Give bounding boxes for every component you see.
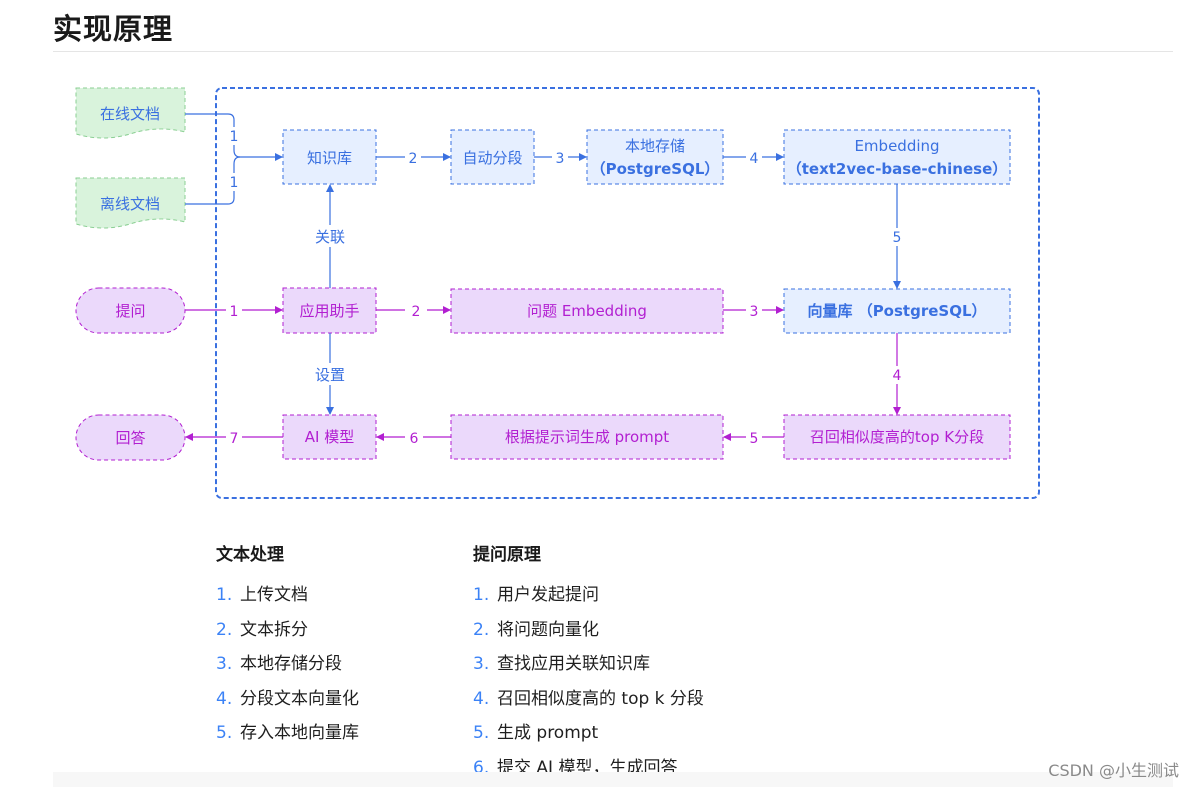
offline-edge-label: 1 bbox=[230, 175, 239, 191]
local-storage-node: 本地存储 （PostgreSQL） bbox=[587, 130, 723, 184]
list-text: 用户发起提问 bbox=[497, 585, 599, 605]
auto-segment-label: 自动分段 bbox=[462, 149, 522, 167]
qa-principle-title: 提问原理 bbox=[473, 540, 704, 565]
qe-to-vector-label: 3 bbox=[750, 304, 759, 320]
list-item: 1.用户发起提问 bbox=[473, 583, 704, 618]
vector-to-recall-label: 4 bbox=[893, 368, 902, 384]
list-item: 4.分段文本向量化 bbox=[216, 687, 359, 722]
vector-db-node: 向量库 （PostgreSQL） bbox=[784, 289, 1010, 333]
recall-node: 召回相似度高的top K分段 bbox=[784, 415, 1010, 459]
relate-label: 关联 bbox=[315, 228, 345, 246]
ask-label: 提问 bbox=[115, 302, 145, 320]
list-number: 4. bbox=[473, 687, 497, 711]
online-doc-node: 在线文档 bbox=[76, 88, 185, 138]
list-number: 3. bbox=[216, 652, 240, 676]
list-text: 上传文档 bbox=[240, 585, 308, 605]
text-processing-title: 文本处理 bbox=[216, 540, 359, 565]
qa-principle-section: 提问原理 1.用户发起提问 2.将问题向量化 3.查找应用关联知识库 4.召回相… bbox=[473, 540, 704, 790]
answer-node: 回答 bbox=[76, 415, 185, 460]
list-item: 3.查找应用关联知识库 bbox=[473, 652, 704, 687]
offline-doc-label: 离线文档 bbox=[100, 195, 160, 213]
list-number: 2. bbox=[216, 618, 240, 642]
list-text: 文本拆分 bbox=[240, 620, 308, 640]
embedding-label-2: （text2vec-base-chinese） bbox=[787, 160, 1008, 178]
knowledge-base-node: 知识库 bbox=[283, 130, 376, 184]
list-text: 生成 prompt bbox=[497, 723, 598, 743]
online-edge-label: 1 bbox=[230, 129, 239, 145]
assistant-node: 应用助手 bbox=[283, 288, 376, 333]
auto-segment-node: 自动分段 bbox=[451, 130, 534, 184]
list-item: 3.本地存储分段 bbox=[216, 652, 359, 687]
recall-label: 召回相似度高的top K分段 bbox=[810, 428, 984, 446]
list-item: 4.召回相似度高的 top k 分段 bbox=[473, 687, 704, 722]
embedding-node: Embedding （text2vec-base-chinese） bbox=[784, 130, 1010, 184]
embedding-label-1: Embedding bbox=[854, 137, 939, 155]
ask-to-assistant-label: 1 bbox=[230, 304, 239, 320]
list-text: 查找应用关联知识库 bbox=[497, 654, 650, 674]
gen-prompt-label: 根据提示词生成 prompt bbox=[505, 428, 669, 446]
list-number: 1. bbox=[216, 583, 240, 607]
list-text: 本地存储分段 bbox=[240, 654, 342, 674]
list-number: 2. bbox=[473, 618, 497, 642]
list-number: 5. bbox=[216, 721, 240, 745]
assistant-to-qe-label: 2 bbox=[412, 304, 421, 320]
recall-to-prompt-label: 5 bbox=[750, 431, 759, 447]
embedding-to-vector-label: 5 bbox=[893, 230, 902, 246]
ask-node: 提问 bbox=[76, 288, 185, 333]
question-embedding-label: 问题 Embedding bbox=[527, 302, 647, 320]
local-storage-label-1: 本地存储 bbox=[625, 137, 685, 155]
model-to-answer-label: 7 bbox=[230, 431, 239, 447]
kb-to-segment-label: 2 bbox=[409, 151, 418, 167]
footer-band bbox=[53, 772, 1173, 787]
settings-label: 设置 bbox=[315, 366, 345, 384]
list-text: 将问题向量化 bbox=[497, 620, 599, 640]
list-item: 1.上传文档 bbox=[216, 583, 359, 618]
list-text: 存入本地向量库 bbox=[240, 723, 359, 743]
list-text: 分段文本向量化 bbox=[240, 689, 359, 709]
list-item: 2.文本拆分 bbox=[216, 618, 359, 653]
ai-model-label: AI 模型 bbox=[305, 428, 354, 446]
list-number: 4. bbox=[216, 687, 240, 711]
list-number: 1. bbox=[473, 583, 497, 607]
vector-db-label: 向量库 （PostgreSQL） bbox=[807, 302, 986, 320]
list-item: 5.存入本地向量库 bbox=[216, 721, 359, 756]
gen-prompt-node: 根据提示词生成 prompt bbox=[451, 415, 723, 459]
list-text: 召回相似度高的 top k 分段 bbox=[497, 689, 704, 709]
list-number: 5. bbox=[473, 721, 497, 745]
csdn-watermark: CSDN @小生测试 bbox=[1048, 757, 1179, 781]
local-storage-label-2: （PostgreSQL） bbox=[591, 160, 720, 178]
answer-label: 回答 bbox=[115, 429, 145, 447]
list-item: 2.将问题向量化 bbox=[473, 618, 704, 653]
question-embedding-node: 问题 Embedding bbox=[451, 289, 723, 333]
knowledge-base-label: 知识库 bbox=[307, 149, 352, 167]
list-item: 5.生成 prompt bbox=[473, 721, 704, 756]
assistant-label: 应用助手 bbox=[299, 302, 359, 320]
segment-to-storage-label: 3 bbox=[556, 151, 565, 167]
offline-doc-node: 离线文档 bbox=[76, 178, 185, 228]
online-doc-label: 在线文档 bbox=[100, 105, 160, 123]
prompt-to-model-label: 6 bbox=[410, 431, 419, 447]
text-processing-section: 文本处理 1.上传文档 2.文本拆分 3.本地存储分段 4.分段文本向量化 5.… bbox=[216, 540, 359, 756]
list-number: 3. bbox=[473, 652, 497, 676]
storage-to-embedding-label: 4 bbox=[750, 151, 759, 167]
ai-model-node: AI 模型 bbox=[283, 415, 376, 459]
